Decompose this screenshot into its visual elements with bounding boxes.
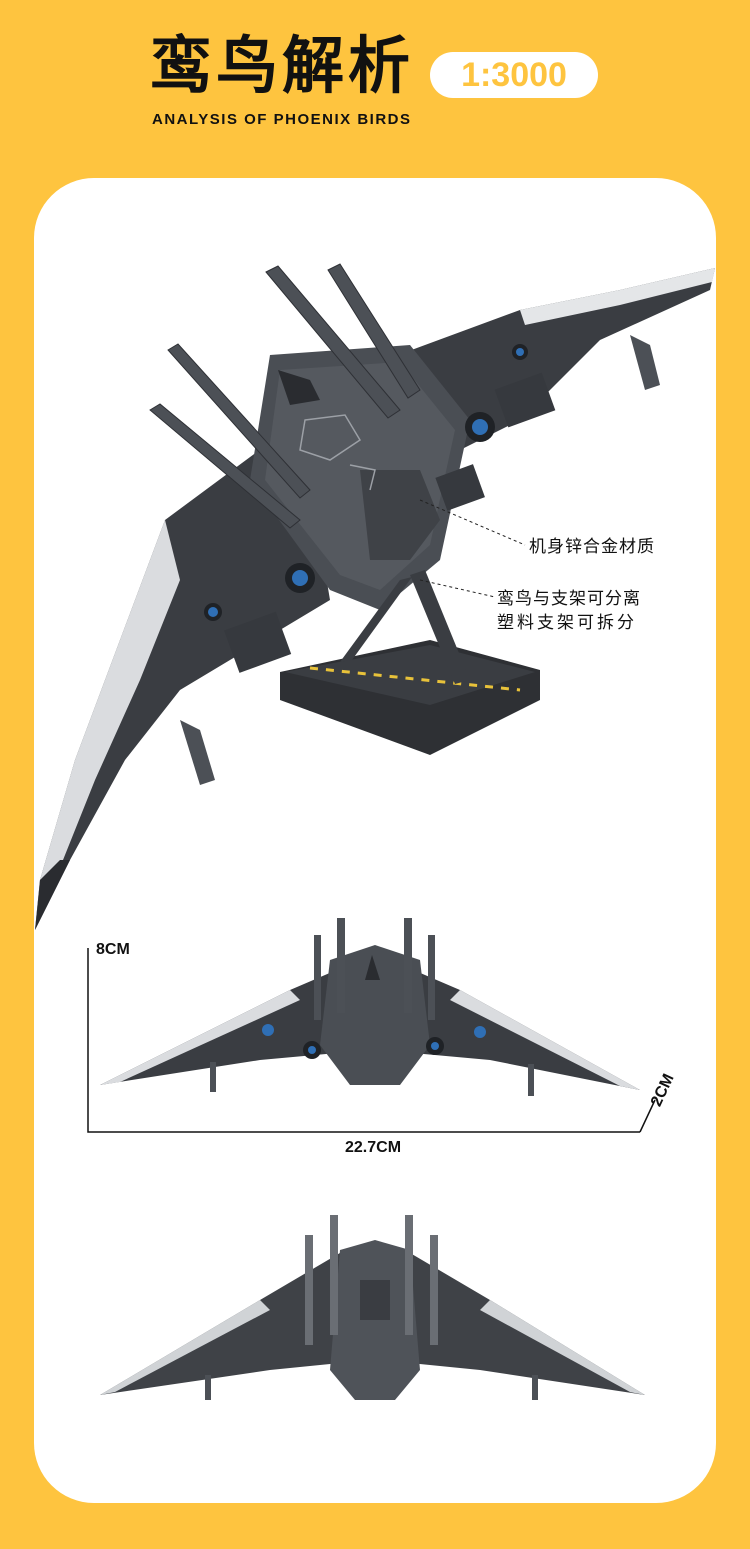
stand-callout-line1: 鸾鸟与支架可分离 <box>497 589 641 609</box>
page-subtitle: ANALYSIS OF PHOENIX BIRDS <box>152 111 412 128</box>
width-dimension: 22.7CM <box>345 1139 402 1156</box>
body-material-callout: 机身锌合金材质 <box>529 537 655 557</box>
turbine-icon <box>204 344 528 621</box>
model-top-view-image <box>100 1215 645 1400</box>
stand-callout: 鸾鸟与支架可分离 塑料支架可拆分 <box>497 587 641 635</box>
model-angled-view-image <box>35 263 715 930</box>
scale-badge: 1:3000 <box>430 52 598 98</box>
stand-callout-line2: 塑料支架可拆分 <box>497 613 637 633</box>
model-front-view-image <box>87 918 656 1133</box>
height-dimension: 8CM <box>96 941 130 958</box>
page-title: 鸾鸟解析 <box>150 29 415 102</box>
page-header: 鸾鸟解析 1:3000 ANALYSIS OF PHOENIX BIRDS <box>0 0 750 175</box>
